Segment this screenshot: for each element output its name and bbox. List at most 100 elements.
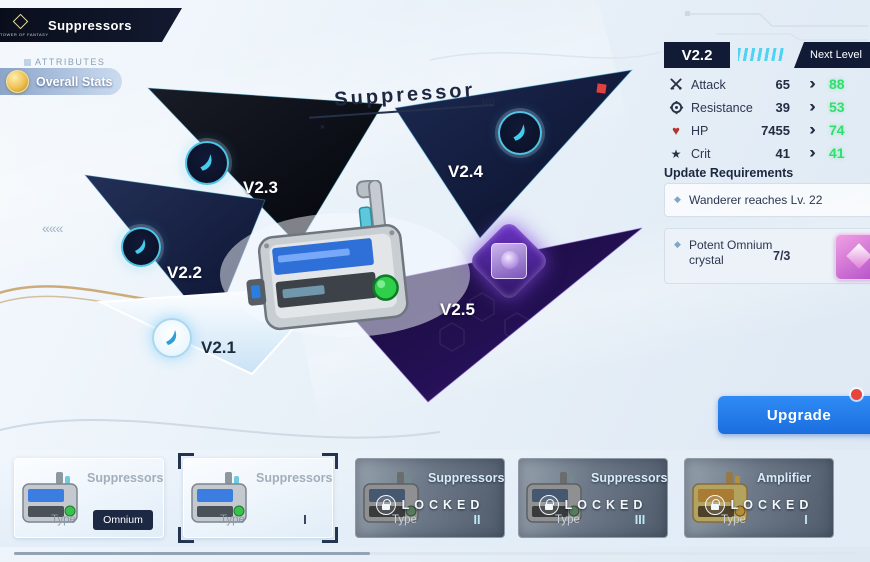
- scrollbar-thumb[interactable]: [14, 552, 370, 555]
- screen-title-banner: TOWER OF FANTASY Suppressors: [0, 8, 182, 42]
- card-type-label: Type: [220, 514, 245, 526]
- node-label-v2-5[interactable]: V2.5: [440, 300, 475, 319]
- card-type-label: Type: [721, 514, 746, 526]
- overall-stats-button[interactable]: Overall Stats: [0, 68, 122, 95]
- page-title: Suppressors: [48, 17, 132, 33]
- requirement-count: 7/3: [773, 249, 791, 263]
- lock-icon: [704, 495, 725, 515]
- card-title: Suppressors: [428, 471, 505, 485]
- card-title: Suppressors: [256, 471, 333, 485]
- diamond-bullet-icon: ◆: [674, 194, 681, 204]
- game-logo: TOWER OF FANTASY: [0, 14, 40, 37]
- feather-icon: [200, 154, 212, 171]
- attributes-text: ATTRIBUTES: [35, 57, 106, 67]
- next-level-header: Next Level: [794, 42, 870, 68]
- node-label-v2-3[interactable]: V2.3: [243, 178, 278, 197]
- stat-row-resistance: Resistance 39 › 53: [664, 97, 870, 120]
- device-thumbnail: [22, 472, 78, 523]
- lock-icon: [538, 495, 559, 515]
- node-v2-2[interactable]: [121, 227, 161, 267]
- card-suppressor-omnium[interactable]: Suppressors Type Omnium: [14, 458, 164, 538]
- attributes-icon: [24, 58, 31, 66]
- node-label-v2-4[interactable]: V2.4: [448, 162, 483, 181]
- stat-next-value: 88: [829, 76, 845, 92]
- upgrade-button-label: Upgrade: [766, 406, 832, 424]
- notification-dot: [851, 389, 862, 400]
- heart-icon: ♥: [672, 123, 680, 138]
- locked-label: LOCKED: [401, 498, 485, 512]
- update-requirements-title: Update Requirements: [664, 166, 794, 180]
- current-version-badge: V2.2: [664, 42, 730, 68]
- node-label-v2-1[interactable]: V2.1: [201, 338, 236, 357]
- stat-label: Resistance: [691, 101, 753, 115]
- device-thumbnail: [191, 472, 247, 523]
- stat-row-crit: ★ Crit 41 › 41: [664, 143, 870, 166]
- diamond-logo-icon: [12, 13, 28, 29]
- next-level-label: Next Level: [810, 49, 862, 61]
- requirement-level: ◆ Wanderer reaches Lv. 22: [664, 183, 870, 217]
- locked-label: LOCKED: [564, 498, 648, 512]
- lock-icon: [375, 495, 396, 515]
- feather-icon: [135, 239, 146, 254]
- card-title: Suppressors: [87, 471, 164, 485]
- card-type-value: Omnium: [93, 510, 153, 530]
- suppressor-card-strip: Suppressors Type Omnium Suppressors Type…: [0, 450, 870, 547]
- chevron-right-icon: ›: [809, 143, 816, 162]
- stat-current-value: 7455: [761, 123, 790, 138]
- card-type-value: I: [804, 513, 808, 527]
- chevron-right-icon: ›: [809, 97, 816, 116]
- suppressor-device-image: [246, 180, 409, 331]
- card-type-label: Type: [51, 514, 76, 526]
- requirement-material: ◆ Potent Omnium crystal 7/3: [664, 228, 870, 284]
- stat-label: Attack: [691, 78, 726, 92]
- chevron-right-icon: ›: [809, 74, 816, 93]
- card-title: Amplifier: [757, 471, 812, 485]
- red-diamond-decor: [596, 83, 607, 94]
- card-type-value: III: [634, 513, 646, 527]
- card-type-label: Type: [392, 514, 417, 526]
- sword-icon: [668, 77, 684, 93]
- node-label-v2-2[interactable]: V2.2: [167, 263, 202, 282]
- card-suppressor-type-1[interactable]: Suppressors Type I: [183, 458, 333, 538]
- stat-current-value: 41: [775, 146, 790, 161]
- overall-stats-label: Overall Stats: [36, 74, 113, 89]
- node-v2-4[interactable]: [498, 111, 542, 155]
- node-v2-1[interactable]: [152, 318, 192, 358]
- feather-icon: [166, 330, 177, 345]
- chevron-right-icon: ›: [809, 120, 816, 139]
- stat-next-value: 53: [829, 99, 845, 115]
- node-v2-3[interactable]: [185, 141, 229, 185]
- stat-current-value: 39: [775, 100, 790, 115]
- stats-list: Attack 65 › 88 Resistance 39 › 53 ♥ HP 7…: [664, 74, 870, 166]
- locked-overlay: LOCKED: [519, 495, 667, 515]
- star-icon: ★: [670, 147, 682, 161]
- card-type-label: Type: [555, 514, 580, 526]
- upgrade-button[interactable]: Upgrade: [718, 396, 870, 434]
- stat-label: Crit: [691, 147, 711, 161]
- card-amplifier-type-1-locked[interactable]: Amplifier LOCKED Type I: [684, 458, 834, 538]
- card-type-value: I: [303, 513, 307, 527]
- card-title: Suppressors: [591, 471, 668, 485]
- card-type-value: II: [473, 513, 481, 527]
- stat-current-value: 65: [775, 77, 790, 92]
- relic-item-icon: [491, 243, 527, 279]
- version-glitch-decor: [738, 48, 784, 61]
- locked-overlay: LOCKED: [356, 495, 504, 515]
- logo-text: TOWER OF FANTASY: [0, 31, 49, 37]
- stat-next-value: 74: [829, 122, 845, 138]
- gear-icon: [668, 100, 684, 116]
- stat-row-hp: ♥ HP 7455 › 74: [664, 120, 870, 143]
- locked-label: LOCKED: [730, 498, 814, 512]
- omnium-crystal-icon[interactable]: [835, 234, 870, 280]
- locked-overlay: LOCKED: [685, 495, 833, 515]
- requirement-text: Potent Omnium crystal: [689, 238, 773, 267]
- requirement-text: Wanderer reaches Lv. 22: [689, 193, 823, 207]
- card-strip-scrollbar[interactable]: [14, 552, 856, 555]
- stat-next-value: 41: [829, 145, 845, 161]
- left-chevrons-decor: «««: [42, 220, 63, 236]
- card-suppressor-type-2-locked[interactable]: Suppressors LOCKED Type II: [355, 458, 505, 538]
- diamond-bullet-icon: ◆: [674, 239, 681, 249]
- card-suppressor-type-3-locked[interactable]: Suppressors LOCKED Type III: [518, 458, 668, 538]
- gold-orb-icon: [6, 70, 29, 93]
